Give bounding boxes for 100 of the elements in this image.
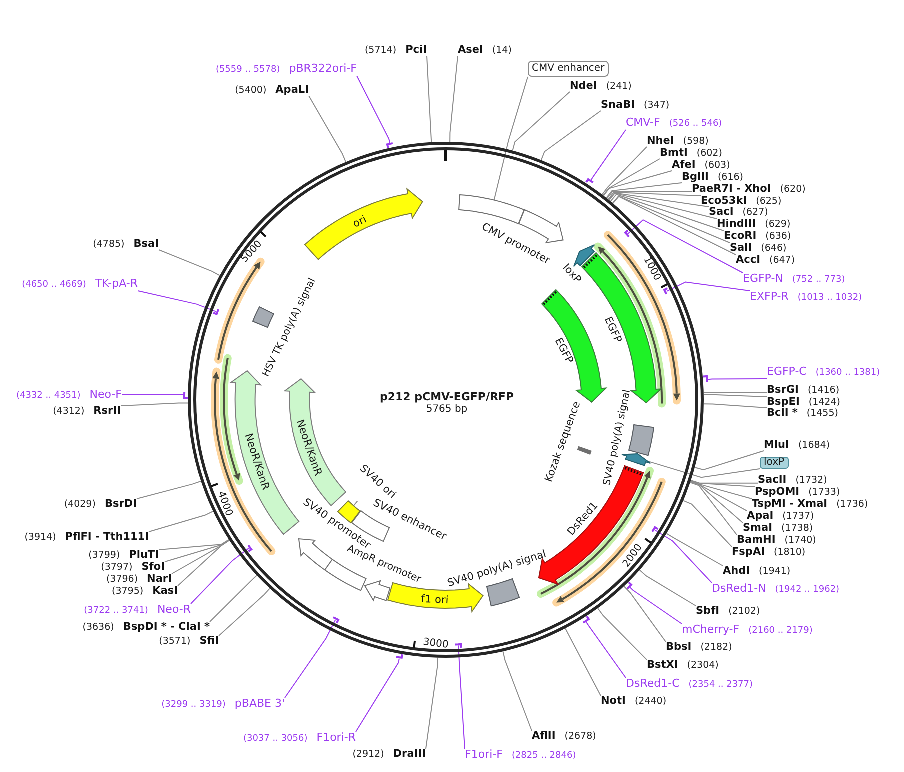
cut-site-position: (347) bbox=[644, 100, 670, 111]
enzyme-name: SbfI bbox=[696, 606, 720, 617]
cut-site-position: (5400) bbox=[235, 85, 267, 96]
leader-line bbox=[603, 170, 672, 196]
enzyme-name: RsrII bbox=[94, 406, 121, 417]
enzyme-name: AflII bbox=[532, 731, 556, 742]
leader-line bbox=[356, 658, 400, 732]
leader-line bbox=[218, 588, 270, 636]
feature-arc bbox=[364, 580, 391, 602]
enzyme-name: ApaLI bbox=[276, 85, 309, 96]
cut-site-position: (1737) bbox=[782, 511, 814, 522]
cut-site-position: (603) bbox=[704, 160, 730, 171]
leader-line bbox=[565, 628, 602, 696]
leader-line bbox=[164, 540, 230, 562]
cut-site-position: (1810) bbox=[774, 547, 806, 558]
primer-site-mark bbox=[386, 142, 394, 150]
cut-site-position: (241) bbox=[606, 81, 632, 92]
primer-binding-range: (1013 .. 1032) bbox=[798, 293, 862, 304]
leader-line bbox=[602, 146, 648, 196]
feature-block bbox=[252, 306, 276, 329]
enzyme-name: Eco53kI bbox=[701, 196, 748, 207]
leader-line bbox=[608, 192, 702, 200]
primer-name: EXFP-R bbox=[750, 291, 789, 302]
leader-line bbox=[630, 587, 682, 624]
enzyme-name: SalI bbox=[730, 243, 752, 254]
cut-site-position: (4029) bbox=[64, 499, 96, 510]
enzyme-name: SmaI bbox=[743, 523, 772, 534]
primer-binding-range: (1942 .. 1962) bbox=[775, 585, 840, 596]
cut-site-position: (646) bbox=[761, 243, 787, 254]
plasmid-size: 5765 bp bbox=[426, 404, 468, 416]
leader-line bbox=[606, 191, 692, 200]
enzyme-name: EcoRI bbox=[724, 231, 757, 242]
leader-line bbox=[704, 394, 768, 398]
primer-site-mark bbox=[454, 643, 464, 650]
primer-site-mark bbox=[182, 390, 189, 400]
leader-line bbox=[494, 76, 528, 201]
enzyme-name: DraIII bbox=[393, 749, 426, 760]
primer-name: pBABE 3' bbox=[234, 698, 285, 709]
enzyme-name: SfoI bbox=[142, 562, 165, 573]
leader-line bbox=[172, 540, 230, 574]
leader-line bbox=[158, 539, 230, 550]
enzyme-name: ApaI bbox=[747, 511, 774, 522]
primer-binding-range: (752 .. 773) bbox=[792, 275, 846, 286]
enzyme-name: AccI bbox=[736, 255, 760, 266]
cut-site-position: (1740) bbox=[784, 535, 816, 546]
primer-site-mark bbox=[702, 375, 709, 384]
primer-name: DsRed1-C bbox=[626, 678, 680, 689]
primer-site-mark bbox=[582, 615, 590, 625]
cut-site-position: (4312) bbox=[53, 406, 85, 417]
cut-site-position: (2440) bbox=[634, 696, 667, 707]
enzyme-name: HindIII bbox=[717, 219, 756, 230]
cut-site-position: (2678) bbox=[564, 731, 596, 742]
enzyme-name: NheI bbox=[647, 136, 674, 147]
cut-site-position: (620) bbox=[780, 184, 806, 195]
enzyme-name: BamHI bbox=[737, 535, 776, 546]
enzyme-name: AseI bbox=[458, 45, 484, 56]
enzyme-name: NdeI bbox=[570, 81, 598, 92]
feature-block bbox=[458, 194, 526, 225]
leader-line bbox=[502, 651, 532, 732]
cut-site-position: (598) bbox=[683, 136, 709, 147]
cut-site-position: (647) bbox=[769, 255, 796, 266]
leader-line bbox=[612, 196, 730, 244]
leader-line bbox=[512, 92, 570, 152]
leader-line bbox=[639, 570, 696, 606]
enzyme-name: BsrGI bbox=[767, 385, 799, 396]
primer-site-mark bbox=[395, 653, 404, 660]
primer-name: Neo-F bbox=[90, 389, 122, 400]
cut-site-position: (4785) bbox=[93, 239, 125, 250]
cut-site-position: (3795) bbox=[112, 586, 144, 597]
feature-label: f1 ori bbox=[421, 593, 449, 607]
leader-line bbox=[610, 194, 724, 232]
cut-site-position: (1733) bbox=[808, 487, 840, 498]
cut-site-position: (3799) bbox=[88, 550, 120, 561]
cut-site-position: (627) bbox=[742, 207, 768, 218]
leader-line bbox=[690, 481, 744, 524]
cut-site-position: (5714) bbox=[364, 45, 397, 56]
primer-site-mark bbox=[651, 526, 660, 534]
leader-line bbox=[426, 56, 432, 143]
primer-binding-range: (526 .. 546) bbox=[669, 119, 722, 130]
leader-line bbox=[704, 404, 768, 408]
primer-site-mark bbox=[247, 544, 254, 554]
cut-site-position: (2912) bbox=[352, 749, 384, 760]
enzyme-name: PspOMI bbox=[755, 487, 800, 498]
feature-tag: loxP bbox=[760, 457, 789, 469]
enzyme-name: PaeR7I - XhoI bbox=[692, 184, 772, 195]
primer-name: Neo-R bbox=[157, 604, 191, 615]
cut-site-position: (1738) bbox=[782, 523, 814, 534]
cut-site-position: (616) bbox=[718, 172, 744, 183]
primer-site-mark bbox=[663, 286, 670, 296]
leader-line bbox=[694, 450, 764, 471]
cut-site-position: (636) bbox=[766, 231, 792, 242]
primer-site-mark bbox=[584, 178, 594, 185]
primer-binding-range: (3299 .. 3319) bbox=[162, 700, 226, 711]
enzyme-name: SnaBI bbox=[601, 100, 636, 111]
enzyme-name: BclI * bbox=[767, 408, 798, 419]
feature-label: ori bbox=[351, 214, 369, 230]
leader-line bbox=[136, 480, 202, 500]
enzyme-name: PciI bbox=[406, 45, 427, 56]
enzyme-name: NotI bbox=[601, 696, 626, 707]
primer-binding-range: (3722 .. 3741) bbox=[84, 606, 148, 617]
